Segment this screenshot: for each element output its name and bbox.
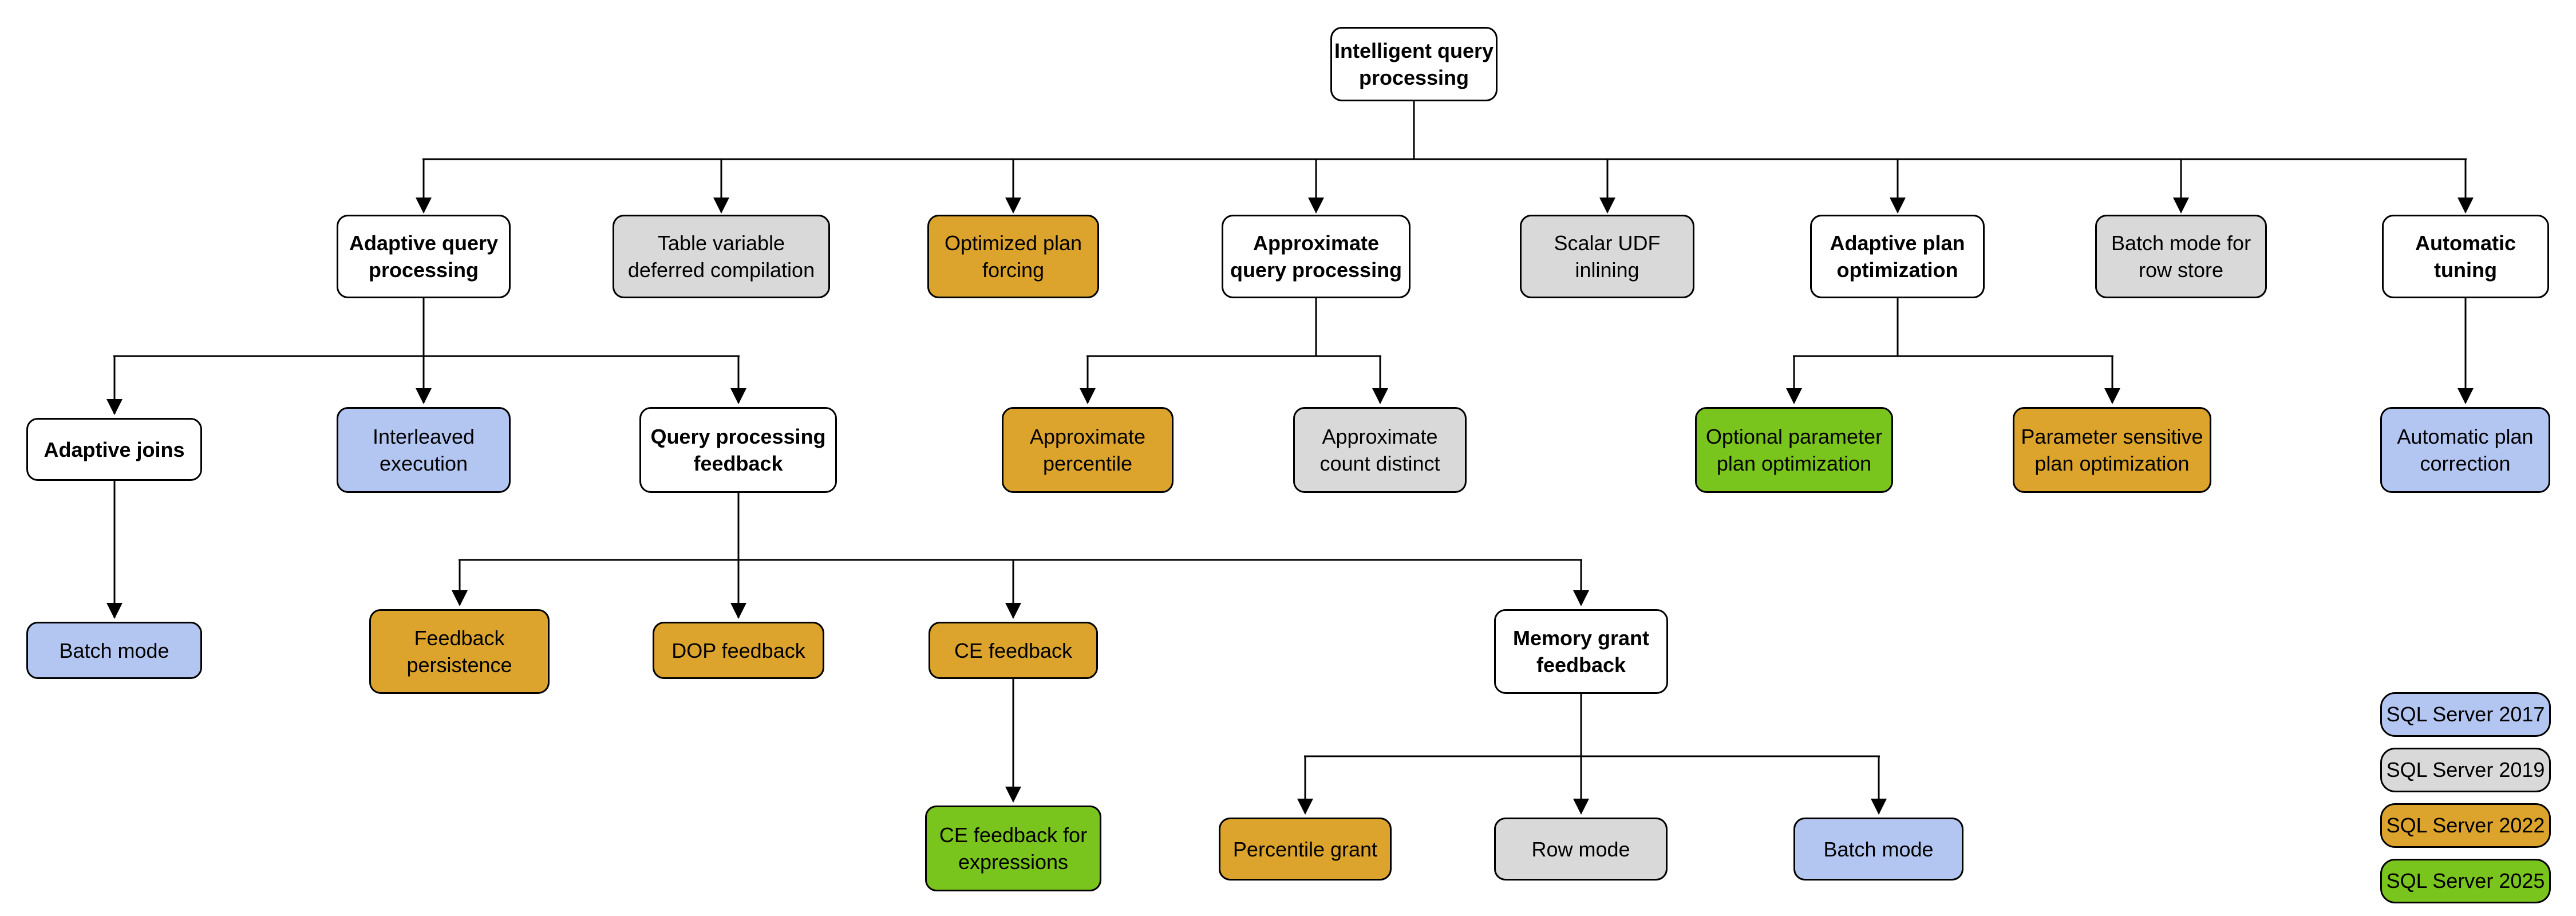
node-scalar-udf-inlining: Scalar UDF inlining	[1520, 215, 1694, 298]
node-feedback-persistence: Feedback persistence	[369, 609, 550, 694]
node-optional-parameter-plan-optimization: Optional parameter plan optimization	[1695, 407, 1893, 493]
node-batch-mode-for-row-store: Batch mode for row store	[2095, 215, 2267, 298]
node-intelligent-query-processing: Intelligent query processing	[1330, 27, 1498, 101]
node-query-processing-feedback: Query processing feedback	[639, 407, 837, 493]
node-percentile-grant: Percentile grant	[1219, 818, 1392, 881]
node-optimized-plan-forcing: Optimized plan forcing	[927, 215, 1099, 298]
node-ce-feedback-for-expressions: CE feedback for expressions	[925, 806, 1101, 891]
legend-sql-server-2017: SQL Server 2017	[2380, 692, 2551, 737]
node-adaptive-joins: Adaptive joins	[26, 418, 202, 481]
node-ce-feedback: CE feedback	[929, 622, 1098, 679]
node-adaptive-query-processing: Adaptive query processing	[337, 215, 511, 298]
node-interleaved-execution: Interleaved execution	[337, 407, 511, 493]
node-approximate-percentile: Approximate percentile	[1002, 407, 1174, 493]
node-table-variable-deferred-compilation: Table variable deferred compilation	[613, 215, 830, 298]
node-memory-grant-feedback: Memory grant feedback	[1494, 609, 1668, 694]
node-batch-mode-memory-grant: Batch mode	[1793, 818, 1963, 881]
node-approximate-query-processing: Approximate query processing	[1222, 215, 1411, 298]
node-batch-mode-adaptive-joins: Batch mode	[26, 622, 202, 679]
legend-sql-server-2019: SQL Server 2019	[2380, 748, 2551, 792]
node-parameter-sensitive-plan-optimization: Parameter sensitive plan optimization	[2013, 407, 2211, 493]
node-dop-feedback: DOP feedback	[653, 622, 824, 679]
legend-sql-server-2025: SQL Server 2025	[2380, 859, 2551, 903]
node-approximate-count-distinct: Approximate count distinct	[1293, 407, 1467, 493]
node-row-mode: Row mode	[1494, 818, 1668, 881]
node-automatic-tuning: Automatic tuning	[2382, 215, 2549, 298]
node-adaptive-plan-optimization: Adaptive plan optimization	[1810, 215, 1985, 298]
node-automatic-plan-correction: Automatic plan correction	[2380, 407, 2550, 493]
legend-sql-server-2022: SQL Server 2022	[2380, 803, 2551, 848]
